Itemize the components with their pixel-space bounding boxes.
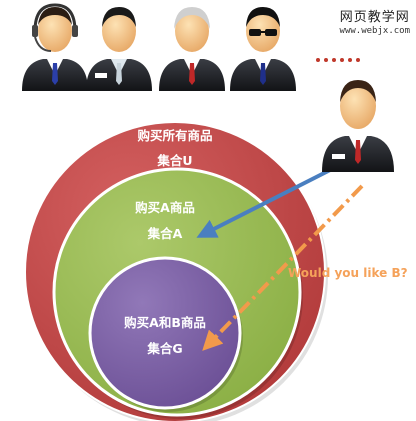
set-a-title: 购买A商品 xyxy=(135,200,195,215)
watermark-logo: 网页教学网 www.webjx.com xyxy=(340,6,410,36)
person-elder-icon xyxy=(159,7,225,91)
set-g-title: 购买A和B商品 xyxy=(124,315,206,330)
orange-dashed-arrow xyxy=(202,184,364,351)
person-headset-icon xyxy=(22,3,88,91)
set-g-name: 集合G xyxy=(146,341,182,356)
set-u-title: 购买所有商品 xyxy=(137,128,212,143)
person-customer-icon xyxy=(322,80,394,172)
set-a-name: 集合A xyxy=(147,226,183,241)
person-sunglasses-icon xyxy=(230,7,296,91)
watermark-url: www.webjx.com xyxy=(339,26,410,36)
set-u-name: 集合U xyxy=(156,153,192,168)
question-text: Would you like B? xyxy=(288,266,408,280)
set-g-circle xyxy=(88,256,243,412)
watermark-title: 网页教学网 xyxy=(339,10,410,25)
blue-arrow xyxy=(196,163,341,238)
person-badge-icon xyxy=(86,7,152,91)
ellipsis-dots xyxy=(316,58,360,62)
